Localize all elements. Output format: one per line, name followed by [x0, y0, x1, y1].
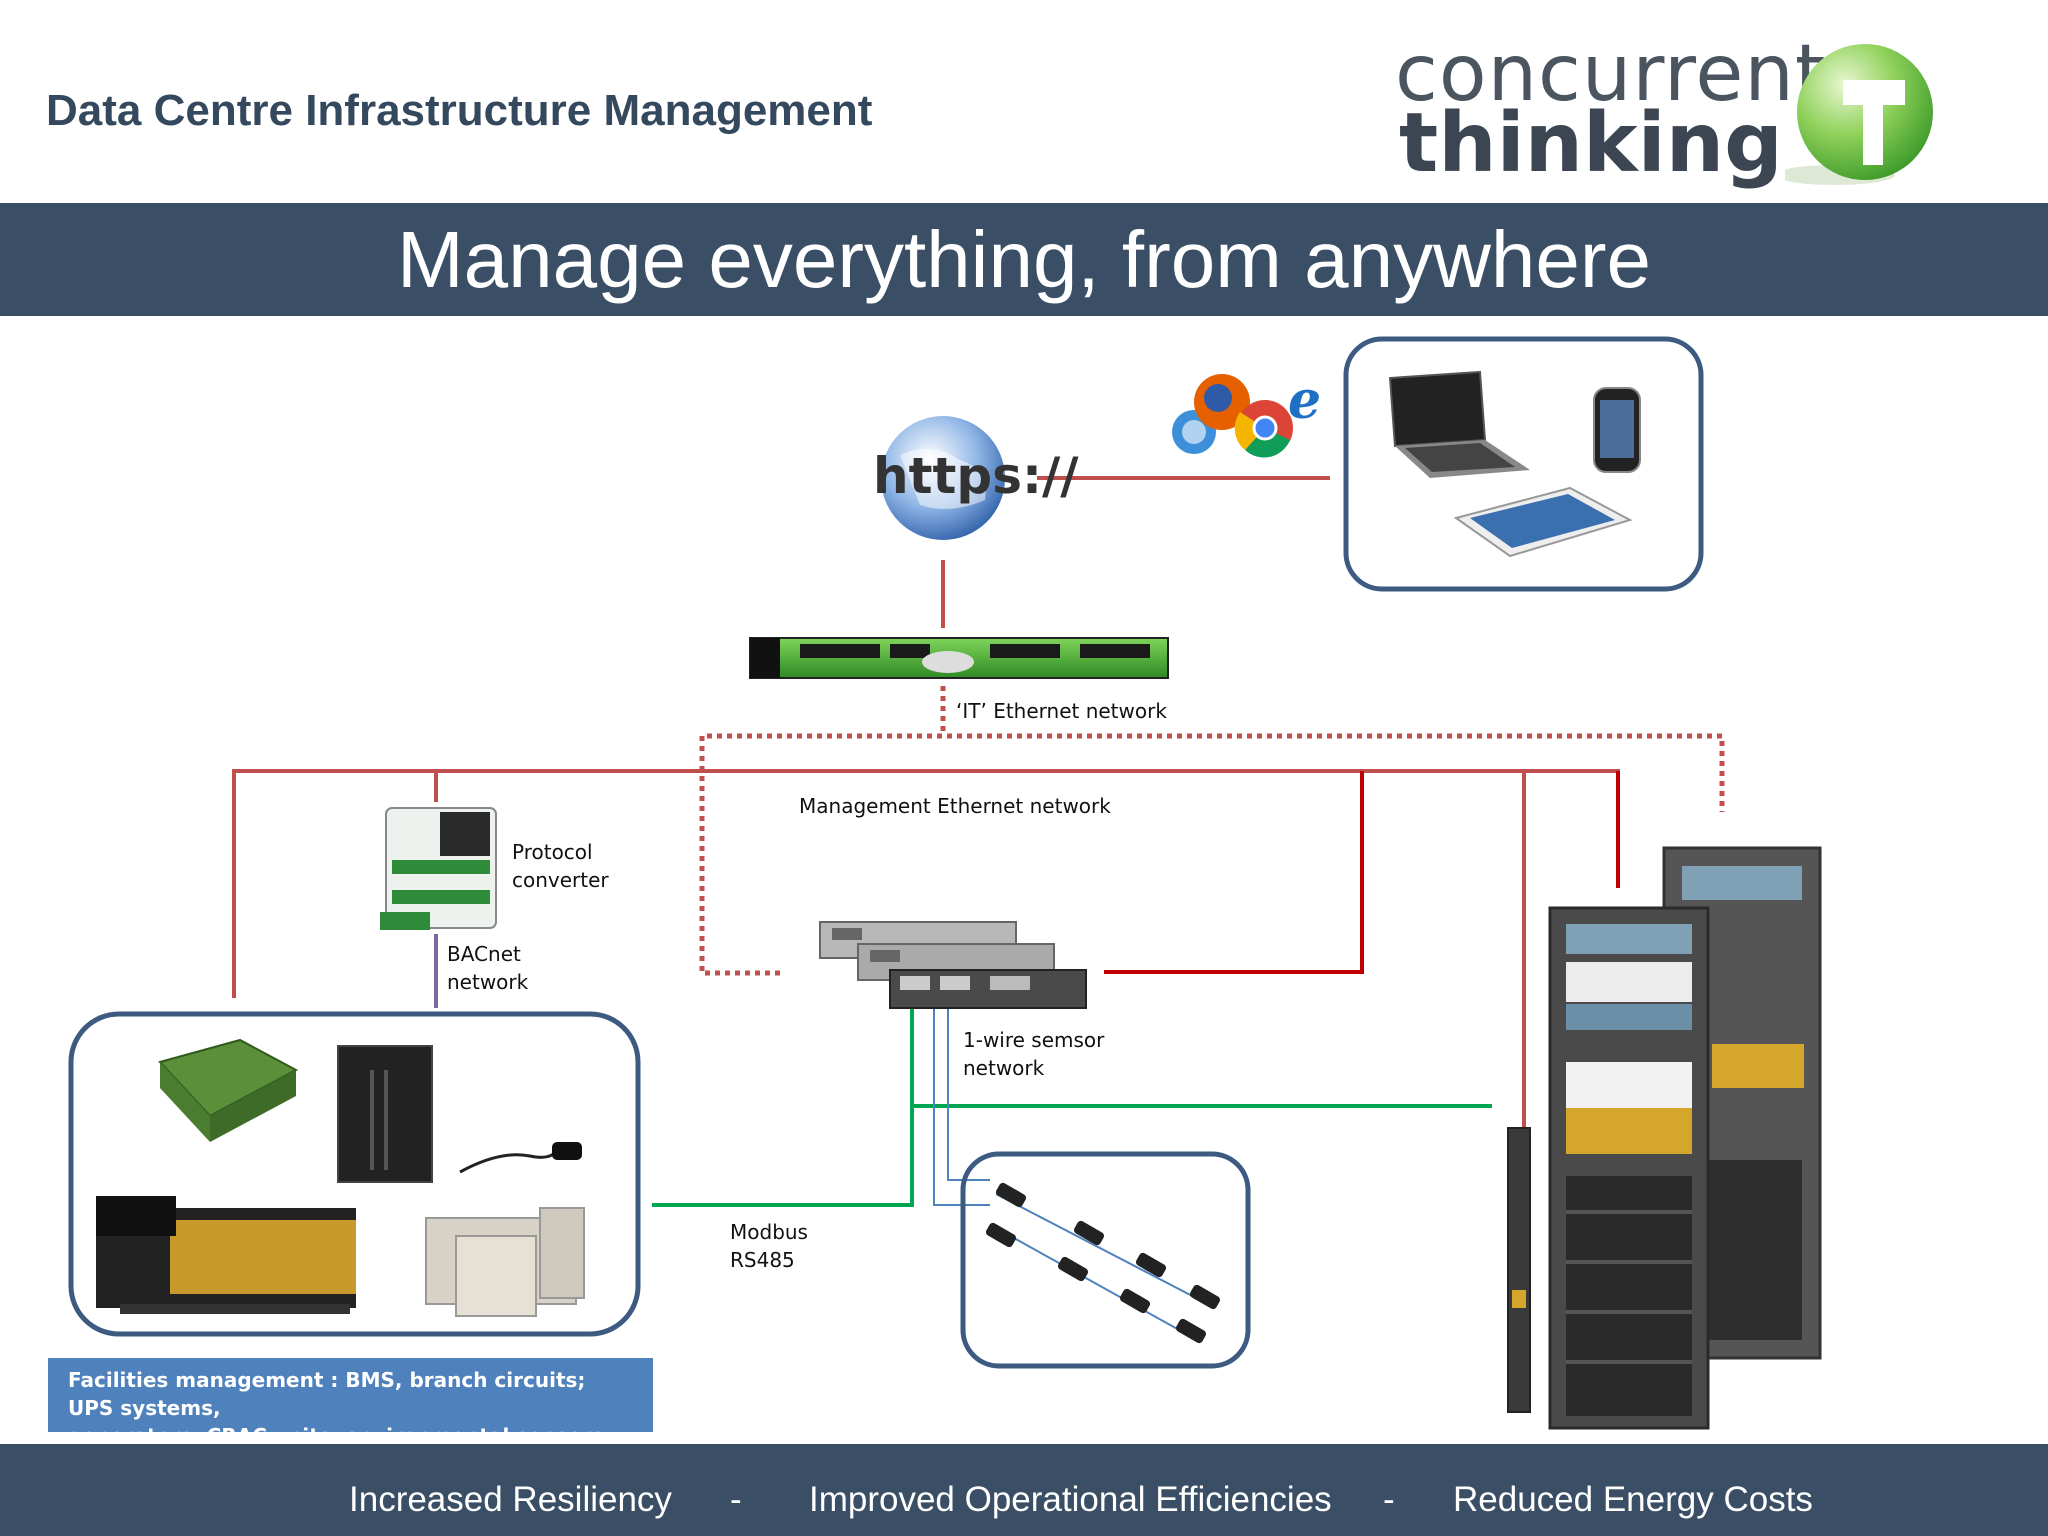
facilities-caption-line1: Facilities management : BMS, branch circ…	[68, 1368, 586, 1420]
logo-green-sphere-icon	[1785, 44, 1933, 185]
sensor-hub-stack-icon	[819, 921, 1087, 1009]
benefits-footer: Increased Resiliency - Improved Operatio…	[0, 1444, 2048, 1536]
one-wire-label-line2: network	[963, 1056, 1045, 1080]
footer-item-efficiencies: Improved Operational Efficiencies	[809, 1480, 1332, 1519]
footer-item-energy-costs: Reduced Energy Costs	[1453, 1480, 1813, 1519]
protocol-converter-icon	[380, 807, 497, 930]
facilities-equipment-box	[68, 1011, 641, 1337]
footer-separator-2: -	[1383, 1480, 1395, 1519]
it-ethernet-lines	[699, 686, 1725, 976]
temperature-sensor-icons	[985, 1182, 1221, 1344]
sensor-box	[960, 1151, 1251, 1369]
cable-sensor-icon	[459, 1142, 582, 1174]
footer-separator-1: -	[730, 1480, 742, 1519]
client-devices-box	[1343, 336, 1704, 592]
protocol-converter-label-line1: Protocol	[512, 840, 593, 864]
https-globe-icon: https://	[873, 416, 1079, 540]
bms-controller-board-icon	[158, 1038, 299, 1142]
facilities-management-caption: Facilities management : BMS, branch circ…	[48, 1358, 653, 1476]
modbus-lines	[652, 1008, 1492, 1207]
concurrent-thinking-logo: concurrent thinking	[1395, 35, 1955, 195]
pdu-strip-icon	[1507, 1127, 1531, 1413]
title-banner: Manage everything, from anywhere	[0, 203, 2048, 316]
ie-icon: e	[1288, 370, 1321, 431]
green-server-icon	[749, 637, 1169, 679]
page-header-title: Data Centre Infrastructure Management	[46, 86, 873, 135]
smartphone-icon	[1593, 387, 1641, 473]
footer-item-resiliency: Increased Resiliency	[349, 1480, 672, 1519]
it-ethernet-label: ‘IT’ Ethernet network	[956, 699, 1167, 723]
generator-icon	[96, 1196, 356, 1314]
crac-units-icon	[425, 1207, 585, 1317]
management-ethernet-lines	[232, 476, 1620, 1128]
server-rack-front-icon	[1548, 906, 1710, 1430]
modbus-label-line2: RS485	[730, 1248, 795, 1272]
one-wire-sensor-chain	[995, 1193, 1201, 1337]
modbus-label-line1: Modbus	[730, 1220, 808, 1244]
bacnet-label-line1: BACnet	[447, 942, 521, 966]
browser-icons: e	[1172, 370, 1321, 458]
bacnet-label-line2: network	[447, 970, 529, 994]
logo-word-thinking: thinking	[1399, 96, 1783, 191]
laptop-icon	[1388, 370, 1530, 478]
logo-word-concurrent: concurrent	[1395, 29, 1827, 119]
protocol-converter-label-line2: converter	[512, 868, 609, 892]
one-wire-lines	[933, 1008, 990, 1206]
https-label: https://	[873, 447, 1079, 505]
one-wire-label-line1: 1-wire semsor	[963, 1028, 1105, 1052]
tablet-icon	[1453, 486, 1633, 558]
management-ethernet-label: Management Ethernet network	[799, 794, 1111, 818]
ups-cabinet-icon	[337, 1045, 433, 1183]
